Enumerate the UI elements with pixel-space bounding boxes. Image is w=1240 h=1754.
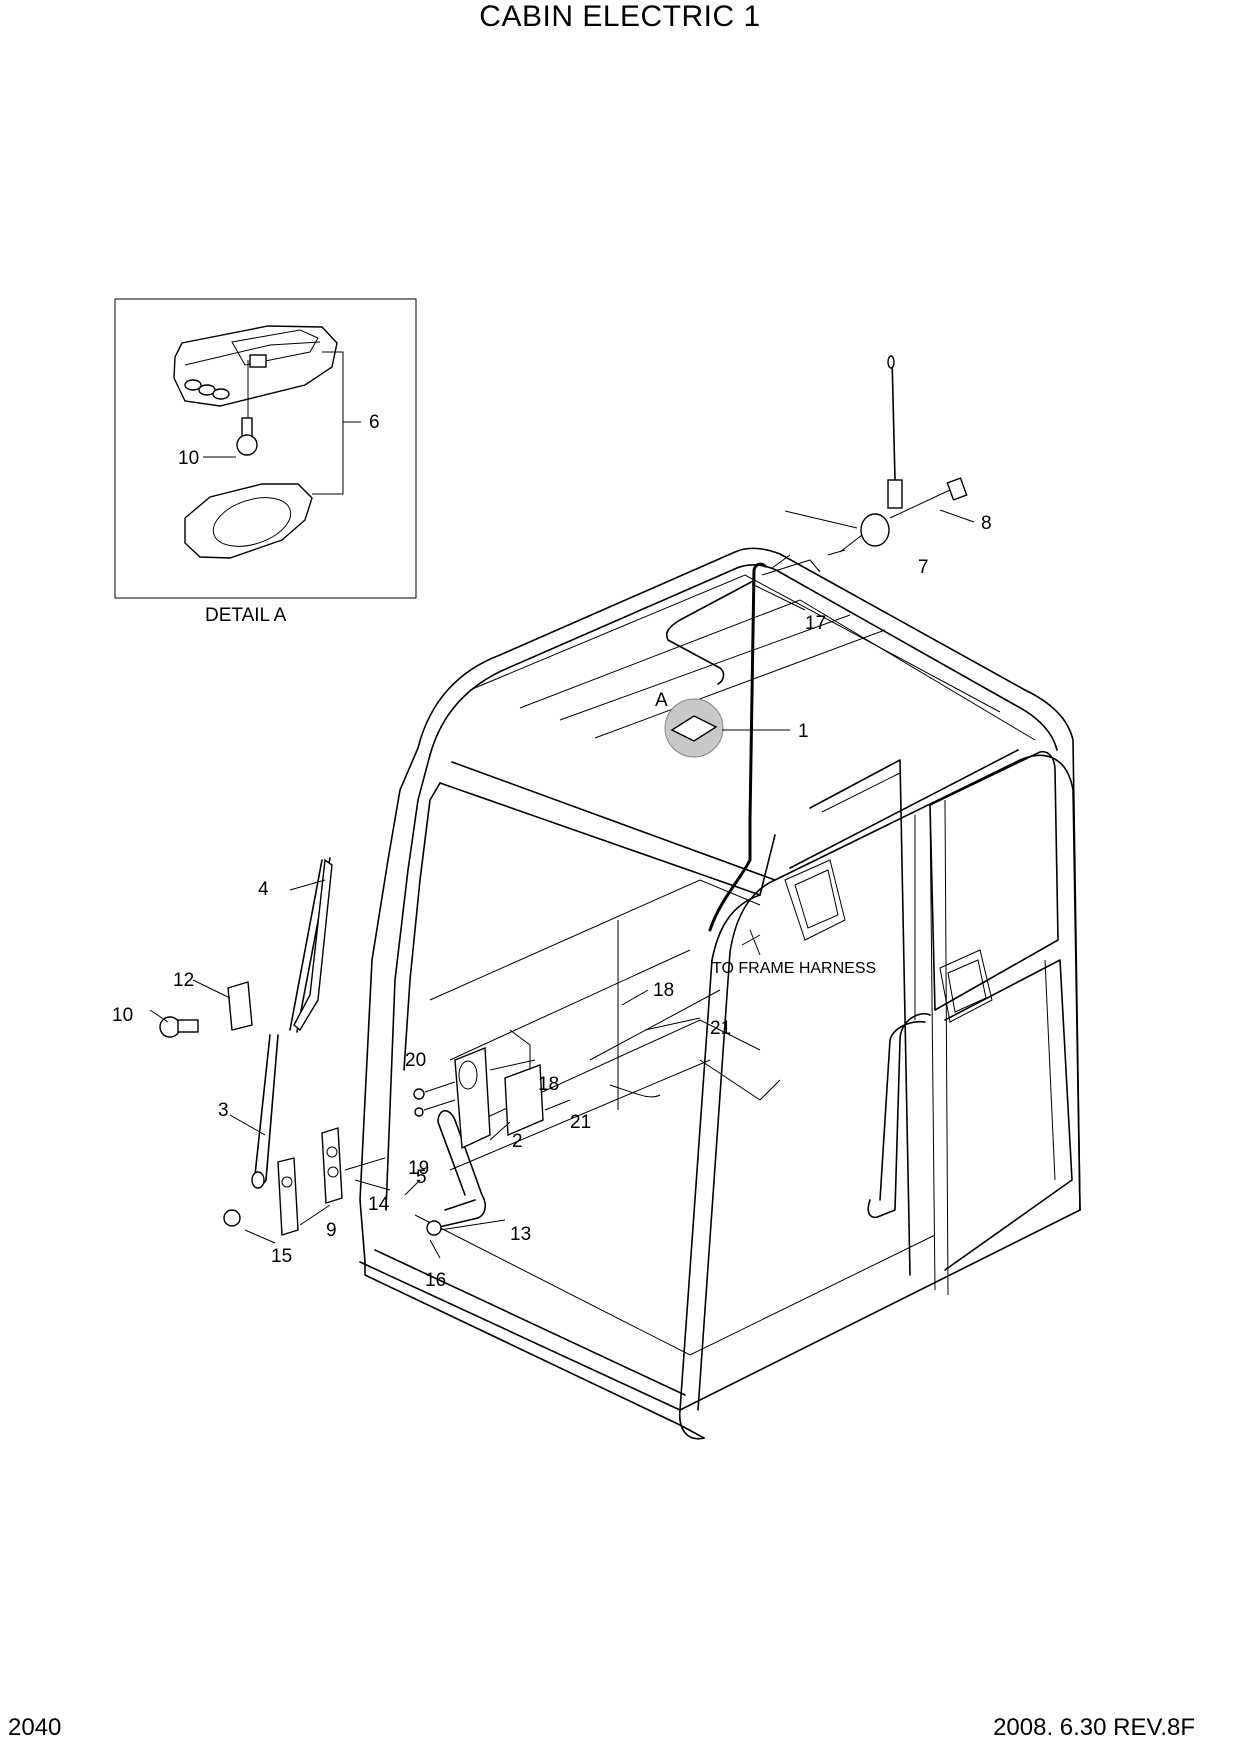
callout-3: 3 (218, 1100, 229, 1121)
callout-19: 19 (408, 1158, 429, 1179)
callout-1: 1 (798, 721, 809, 742)
callout-18-upper: 18 (653, 980, 674, 1001)
cabin-frame (359, 547, 1081, 1440)
to-frame-harness-note: TO FRAME HARNESS (712, 960, 876, 977)
page-title: CABIN ELECTRIC 1 (479, 0, 761, 33)
bulb-icon (203, 417, 258, 458)
page-number: 2040 (8, 1714, 62, 1741)
callout-14: 14 (368, 1194, 390, 1215)
detail-a-marker (664, 698, 724, 758)
detail-a-box: 10 6 (114, 298, 417, 599)
callout-7: 7 (918, 557, 929, 578)
callout-9: 9 (326, 1220, 337, 1241)
wiper-motor-plates (223, 1127, 343, 1236)
wiper-assembly (251, 857, 333, 1189)
callout-18-lower: 18 (538, 1074, 559, 1095)
callout-detail-a: A (655, 690, 668, 711)
screws-20-19 (413, 1081, 456, 1117)
callout-15: 15 (271, 1246, 292, 1267)
switch-box (454, 1029, 544, 1150)
callout-21-lower: 21 (570, 1112, 591, 1133)
callout-12: 12 (173, 970, 194, 991)
wiper-bracket (159, 981, 253, 1038)
callout-8: 8 (981, 513, 992, 534)
detail-caption: DETAIL A (205, 605, 287, 626)
antenna-icon (827, 355, 968, 556)
dome-lamp-lens (184, 483, 313, 559)
leader-lines (149, 509, 975, 1259)
callout-20: 20 (405, 1050, 426, 1071)
callout-17: 17 (805, 613, 826, 634)
callout-10: 10 (112, 1005, 133, 1026)
wiring-harness (665, 554, 821, 956)
callout-2: 2 (512, 1131, 523, 1152)
callout-5: 5 (416, 1167, 427, 1188)
callout-16: 16 (425, 1270, 446, 1291)
callout-21-upper: 21 (710, 1018, 731, 1039)
dome-lamp-housing (173, 325, 338, 418)
revision-date: 2008. 6.30 REV.8F (993, 1714, 1195, 1741)
callout-13: 13 (510, 1224, 531, 1245)
callout-4: 4 (258, 879, 269, 900)
detail-label-6: 6 (369, 412, 380, 433)
handrail-icon (426, 1110, 487, 1236)
detail-label-10: 10 (178, 448, 199, 469)
